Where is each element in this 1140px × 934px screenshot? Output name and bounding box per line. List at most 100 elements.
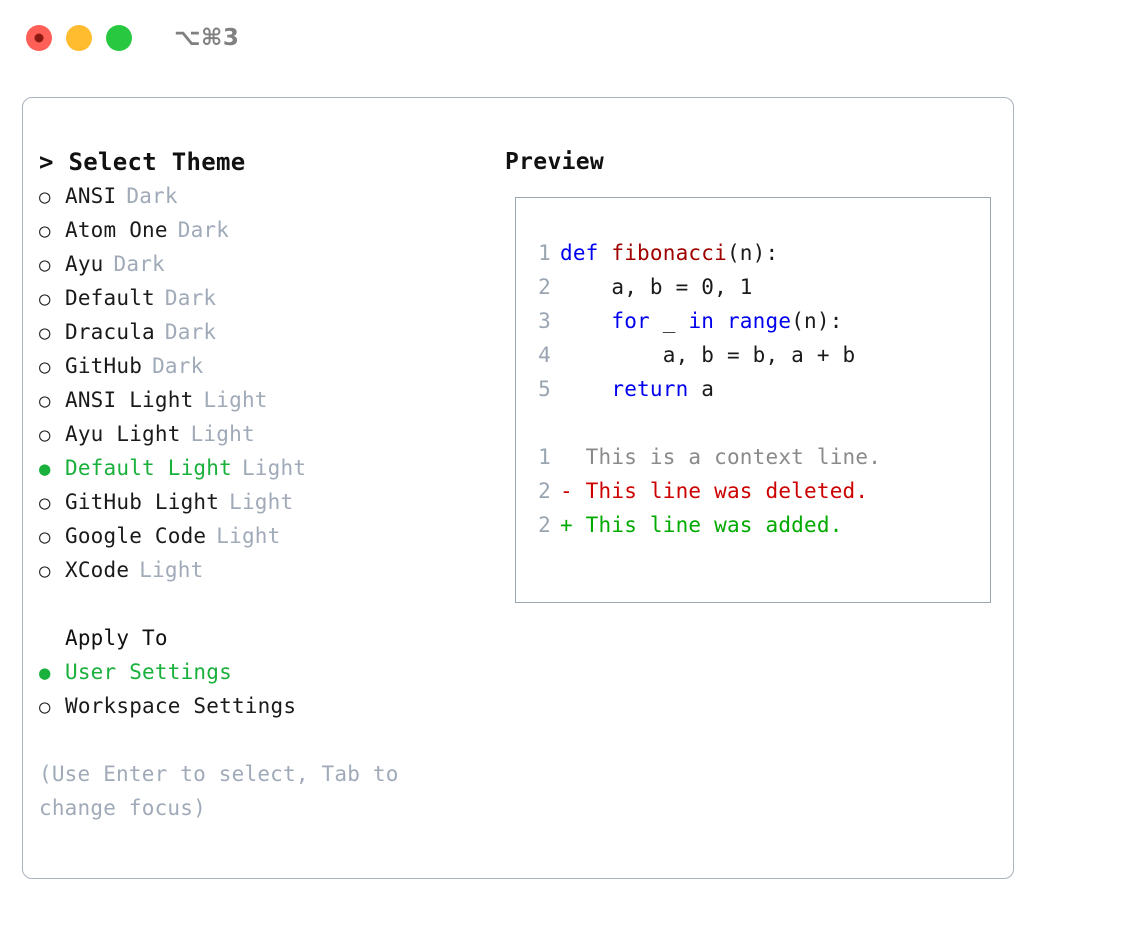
apply-to-heading: Apply To: [65, 626, 168, 650]
line-number: 5: [538, 377, 551, 401]
theme-variant-badge: Dark: [152, 354, 204, 378]
theme-list-item[interactable]: ○ Atom One Dark: [39, 213, 493, 247]
radio-unselected-icon[interactable]: ○: [39, 322, 51, 344]
radio-unselected-icon[interactable]: ○: [39, 288, 51, 310]
theme-name: Default: [65, 286, 155, 310]
theme-name: Dracula: [65, 320, 155, 344]
radio-unselected-icon[interactable]: ○: [39, 356, 51, 378]
diff-line: 2- This line was deleted.: [516, 474, 990, 508]
list-spacer: [39, 587, 493, 621]
theme-name: Ayu Light: [65, 422, 181, 446]
diff-line: 1 This is a context line.: [516, 440, 990, 474]
radio-selected-icon[interactable]: ●: [39, 662, 51, 684]
line-number: 2: [538, 513, 551, 537]
radio-unselected-icon[interactable]: ○: [39, 560, 51, 582]
keyboard-hint-line-2: change focus): [39, 796, 206, 820]
diff-text: This is a context line.: [560, 445, 882, 469]
theme-list-item[interactable]: ○ XCode Light: [39, 553, 493, 587]
theme-variant-badge: Dark: [177, 218, 230, 242]
code-token: (n):: [791, 309, 843, 333]
line-number: 4: [538, 343, 551, 367]
radio-unselected-icon[interactable]: ○: [39, 696, 51, 718]
code-text: a, b = b, a + b: [560, 338, 855, 372]
code-text: for _ in range(n):: [560, 304, 843, 338]
theme-name: GitHub: [65, 354, 143, 378]
apply-to-list[interactable]: ●User Settings ○ Workspace Settings: [39, 655, 493, 723]
title-bar: ⌥⌘3: [0, 0, 1140, 76]
code-token: _: [649, 309, 689, 333]
preview-heading: Preview: [505, 149, 605, 175]
theme-name: Google Code: [65, 524, 207, 548]
keyboard-hint: (Use Enter to select, Tab to change focu…: [39, 757, 439, 825]
theme-variant-badge: Light: [139, 558, 204, 582]
theme-name: Default Light: [65, 456, 232, 480]
code-line: 3 for _ in range(n):: [516, 304, 990, 338]
line-number: 2: [538, 479, 551, 503]
radio-unselected-icon[interactable]: ○: [39, 492, 51, 514]
close-button[interactable]: [26, 25, 52, 51]
code-token: [714, 309, 727, 333]
keyboard-shortcut-label: ⌥⌘3: [174, 25, 240, 51]
theme-list-item[interactable]: ○ Google Code Light: [39, 519, 493, 553]
code-token: def: [560, 241, 612, 265]
code-line: 4 a, b = b, a + b: [516, 338, 990, 372]
code-token: a, b = 0, 1: [560, 275, 753, 299]
minimize-button[interactable]: [66, 25, 92, 51]
theme-variant-badge: Dark: [113, 252, 165, 276]
theme-variant-badge: Dark: [164, 286, 217, 310]
radio-selected-icon[interactable]: ●: [39, 458, 51, 480]
code-token: a, b = b, a + b: [560, 343, 856, 367]
apply-to-label: Workspace Settings: [65, 694, 297, 718]
radio-unselected-icon[interactable]: ○: [39, 186, 51, 208]
radio-unselected-icon[interactable]: ○: [39, 526, 51, 548]
code-text: return a: [560, 372, 714, 406]
line-number: 3: [538, 309, 551, 333]
theme-list-item[interactable]: ○ Ayu Dark: [39, 247, 493, 281]
code-line: 2 a, b = 0, 1: [516, 270, 990, 304]
theme-variant-badge: Light: [203, 388, 268, 412]
line-number: 2: [538, 275, 551, 299]
theme-variant-badge: Light: [216, 524, 281, 548]
line-number: 1: [538, 445, 551, 469]
code-token: in: [688, 309, 715, 333]
radio-unselected-icon[interactable]: ○: [39, 390, 51, 412]
code-token: return: [611, 377, 689, 401]
theme-variant-badge: Light: [190, 422, 255, 446]
radio-unselected-icon[interactable]: ○: [39, 220, 51, 242]
code-line: 5 return a: [516, 372, 990, 406]
code-token: a: [688, 377, 715, 401]
code-text: a, b = 0, 1: [560, 270, 753, 304]
theme-list-item[interactable]: ○ Ayu Light Light: [39, 417, 493, 451]
theme-list-item[interactable]: ○ ANSI Light Light: [39, 383, 493, 417]
theme-name: XCode: [65, 558, 130, 582]
diff-line: 2+ This line was added.: [516, 508, 990, 542]
theme-list-item[interactable]: ● Default Light Light: [39, 451, 493, 485]
maximize-button[interactable]: [106, 25, 132, 51]
diff-sample: 1 This is a context line.2- This line wa…: [516, 440, 990, 542]
apply-to-item[interactable]: ●User Settings: [39, 655, 493, 689]
code-token: (n):: [726, 241, 779, 265]
theme-name: ANSI Light: [65, 388, 194, 412]
radio-unselected-icon[interactable]: ○: [39, 424, 51, 446]
theme-list-item[interactable]: ○ Default Dark: [39, 281, 493, 315]
code-token: [560, 377, 611, 401]
theme-variant-badge: Dark: [164, 320, 217, 344]
theme-list-item[interactable]: ○ GitHub Dark: [39, 349, 493, 383]
theme-name: Ayu: [65, 252, 104, 276]
apply-to-item[interactable]: ○ Workspace Settings: [39, 689, 493, 723]
code-text: def fibonacci(n):: [560, 236, 778, 270]
radio-unselected-icon[interactable]: ○: [39, 254, 51, 276]
theme-variant-badge: Light: [241, 456, 307, 480]
theme-variant-badge: Light: [229, 490, 294, 514]
theme-name: Atom One: [65, 218, 168, 242]
theme-list-item[interactable]: ○ Dracula Dark: [39, 315, 493, 349]
